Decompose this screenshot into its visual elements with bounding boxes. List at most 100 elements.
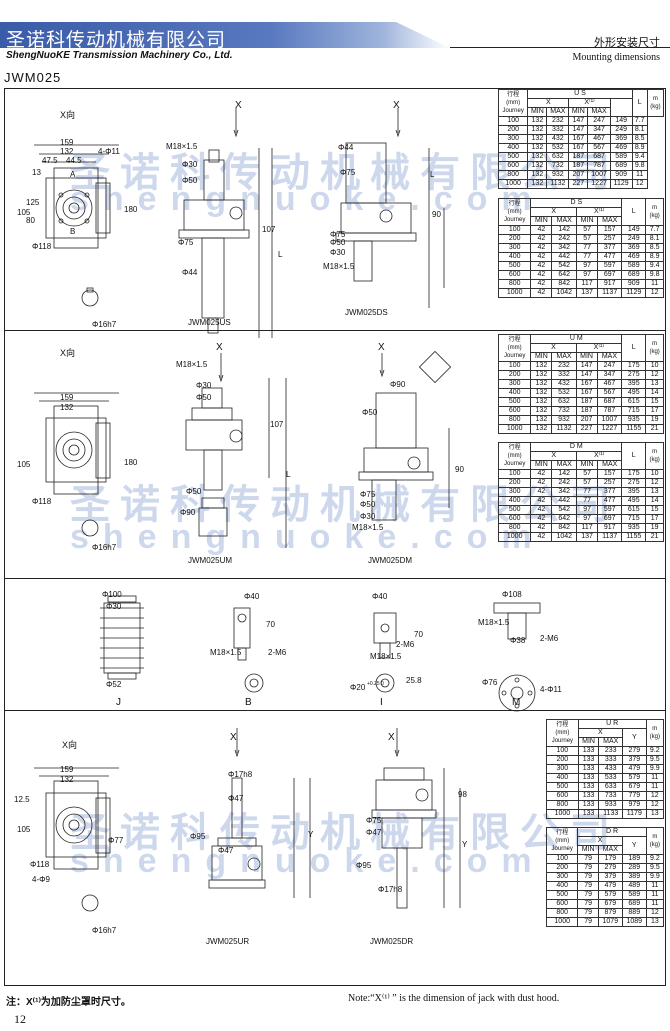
caption-ds: JWM025DS xyxy=(345,308,388,317)
table-cell: 632 xyxy=(546,152,570,162)
table-cell: 57 xyxy=(576,469,599,479)
table-cell: 232 xyxy=(546,116,570,126)
table-cell: 389 xyxy=(621,872,647,882)
table-cell: 589 xyxy=(609,152,633,162)
col-min: MIN xyxy=(527,107,548,117)
col-x: X xyxy=(530,451,578,461)
table-cell: 615 xyxy=(621,397,647,407)
table-cell: 11 xyxy=(645,881,665,891)
table-cell: 275 xyxy=(621,370,647,380)
table-cell: 7.7 xyxy=(631,116,648,126)
table-cell: 495 xyxy=(621,496,647,506)
table-cell: 800 xyxy=(545,908,579,918)
table-cell: 279 xyxy=(622,746,647,756)
drawing-um-plan xyxy=(34,392,119,537)
caption-dm: JWM025DM xyxy=(368,556,413,565)
dia-30: Φ30 xyxy=(106,602,122,611)
col-stroke: 行程(mm)Journey xyxy=(497,442,532,470)
table-cell: 532 xyxy=(551,388,577,398)
table-cell: 1227 xyxy=(587,179,611,189)
dia-16h7: Φ16h7 xyxy=(92,320,117,329)
table-cell: 232 xyxy=(551,361,577,371)
table-cell: 19 xyxy=(645,523,664,533)
table-cell: 689 xyxy=(621,899,647,909)
table-title: D S xyxy=(530,198,623,208)
table-cell: 97 xyxy=(576,261,599,271)
x-view-label: X向 xyxy=(62,740,78,750)
caption-um: JWM025UM xyxy=(188,556,233,565)
table-cell: 1000 xyxy=(497,179,529,189)
table-cell: 300 xyxy=(545,872,579,882)
table-cell: 432 xyxy=(546,134,570,144)
section-divider xyxy=(4,578,666,579)
dim-132: 132 xyxy=(60,403,74,412)
table-cell: 11 xyxy=(645,890,665,900)
dia-30: Φ30 xyxy=(330,248,346,257)
thread-m18: M18×1.5 xyxy=(478,618,510,627)
table-cell: 633 xyxy=(598,782,624,792)
dim-25-8: 25.8 xyxy=(406,676,422,685)
col-min: MIN xyxy=(530,352,553,362)
holes-2-m6: 2-M6 xyxy=(396,640,415,649)
table-cell: 779 xyxy=(622,791,647,801)
x-arrow-label: X xyxy=(393,100,400,111)
table-cell: 500 xyxy=(545,890,579,900)
table-cell: 133 xyxy=(577,773,600,783)
table-cell: 697 xyxy=(597,514,623,524)
dia-20: Φ20 xyxy=(350,683,366,692)
col-l: L xyxy=(621,442,647,470)
table-cell: 600 xyxy=(545,899,579,909)
table-cell: 77 xyxy=(576,487,599,497)
table-cell: 1000 xyxy=(497,532,532,542)
table-cell: 207 xyxy=(568,170,589,180)
table-cell: 100 xyxy=(497,361,532,371)
table-cell: 133 xyxy=(577,800,600,810)
page-number: 12 xyxy=(14,1012,26,1026)
table-cell: 17 xyxy=(645,406,664,416)
x-arrow-label: X xyxy=(388,732,395,743)
dia-75: Φ75 xyxy=(340,168,356,177)
table-cell: 200 xyxy=(497,234,532,244)
col-x1: X⁽¹⁾ xyxy=(568,98,611,108)
col-min: MIN xyxy=(530,460,553,470)
col-stroke: 行程(mm)Journey xyxy=(497,89,529,117)
table-cell: 187 xyxy=(575,397,598,407)
table-cell: 42 xyxy=(530,234,553,244)
watermark-en: shengnuoke.com xyxy=(70,180,546,218)
table-cell: 79 xyxy=(577,854,599,864)
dim-47-5: 47.5 xyxy=(42,156,58,165)
table-cell: 57 xyxy=(576,478,599,488)
table-cell: 79 xyxy=(577,908,599,918)
col-max: MAX xyxy=(546,107,570,117)
table-cell: 689 xyxy=(621,270,647,280)
dim-159: 159 xyxy=(60,765,74,774)
dia-47: Φ47 xyxy=(218,846,234,855)
table-cell: 167 xyxy=(575,379,598,389)
table-cell: 8.9 xyxy=(645,252,664,262)
table-cell: 787 xyxy=(587,161,611,171)
table-cell: 97 xyxy=(576,505,599,515)
table-cell: 467 xyxy=(587,134,611,144)
table-cell: 133 xyxy=(577,746,600,756)
table-cell: 687 xyxy=(587,152,611,162)
table-cell: 132 xyxy=(527,143,548,153)
col-l: L xyxy=(621,334,647,362)
table-cell: 377 xyxy=(597,243,623,253)
table-cell: 589 xyxy=(621,890,647,900)
table-cell: 489 xyxy=(621,881,647,891)
table-cell: 132 xyxy=(527,170,548,180)
dia-95: Φ95 xyxy=(356,861,372,870)
table-cell: 147 xyxy=(575,361,598,371)
